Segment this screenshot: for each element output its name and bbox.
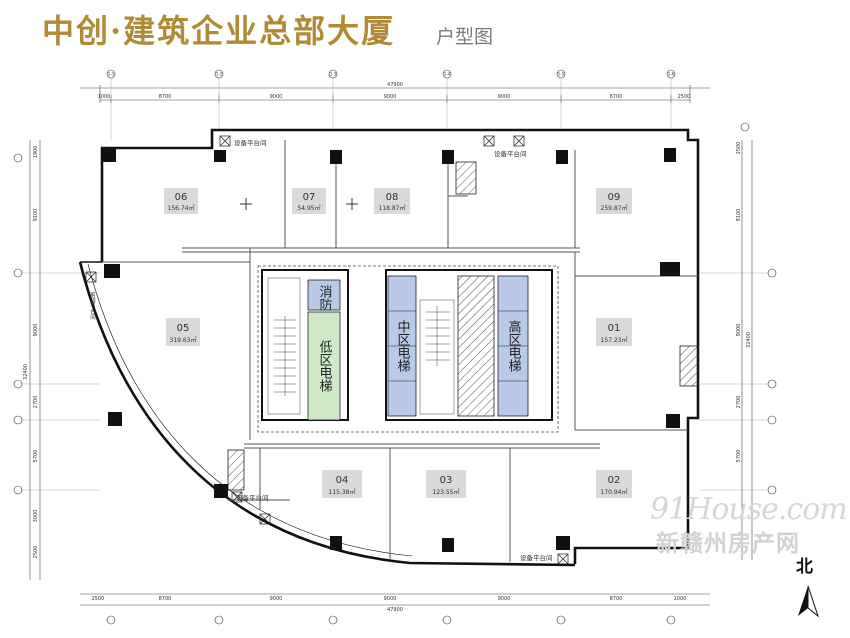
platform-label-vertical: 剪辑平台间 <box>89 291 96 321</box>
low-zone-elevator-label: 低区电梯 <box>317 340 333 392</box>
riser-top-hatched <box>455 161 477 195</box>
equipment-boxes <box>85 135 569 565</box>
riser-right-hatched <box>679 345 699 387</box>
platform-label-top-left: 设备平台间 <box>234 138 267 147</box>
platform-label-top-right: 设备平台间 <box>494 149 527 158</box>
mid-zone-elevator-label: 中区电梯 <box>395 320 411 372</box>
dim-right-total: 32400 <box>746 332 752 348</box>
axis-bubbles <box>13 69 777 625</box>
partition-walls <box>102 140 698 562</box>
core-outline <box>257 265 559 433</box>
dim-bottom-3: 9000 <box>384 596 397 602</box>
axis-label-1-1: 1-1 <box>108 72 115 77</box>
dim-right-0: 2500 <box>736 142 742 155</box>
dim-left-6: 2500 <box>33 546 39 559</box>
stair-middle <box>419 299 455 415</box>
dim-top-4: 9000 <box>498 94 511 100</box>
unit-06-area: 156.74㎡ <box>168 204 195 212</box>
unit-01-id: 01 <box>608 323 621 334</box>
dim-left-0: 1900 <box>33 146 39 159</box>
page-subtitle: 户型图 <box>436 26 494 48</box>
high-zone-elevator-shafts <box>497 275 529 417</box>
low-zone-elevator-shaft <box>307 311 341 421</box>
dim-left-1: 9100 <box>33 209 39 222</box>
unit-label-boxes <box>164 188 632 498</box>
axis-label-1-6: 1-6 <box>668 72 675 77</box>
unit-04-area: 115.38㎡ <box>329 488 356 496</box>
dim-right-1: 9100 <box>736 209 742 222</box>
mid-zone-elevator-shafts <box>387 275 417 417</box>
watermark-line2: 新赣州房产网 <box>656 531 800 557</box>
dim-top-6: 2500 <box>678 94 691 100</box>
dimension-lines <box>22 78 770 606</box>
dim-top-1: 8700 <box>159 94 172 100</box>
dim-top-total: 47900 <box>387 82 403 88</box>
north-arrow-icon <box>798 585 820 618</box>
axis-label-1-3: 1-3 <box>330 72 337 77</box>
dim-bottom-0: 2500 <box>92 596 105 602</box>
dim-top-0: 1000 <box>98 94 111 100</box>
unit-07-area: 54.95㎡ <box>297 204 320 212</box>
dim-top-5: 8700 <box>610 94 623 100</box>
dim-bottom-1: 8700 <box>159 596 172 602</box>
dim-left-3: 2700 <box>33 396 39 409</box>
page-title: 中创·建筑企业总部大厦 <box>42 12 396 50</box>
fire-elevator-shaft <box>307 279 341 311</box>
unit-07-id: 07 <box>303 192 316 203</box>
stair-left <box>267 277 301 415</box>
unit-03-area: 123.55㎡ <box>433 488 460 496</box>
service-shaft-hatched <box>457 275 495 417</box>
dim-bottom-total: 47900 <box>387 607 403 613</box>
unit-02-area: 170.94㎡ <box>601 488 628 496</box>
fire-elevator-label: 消防 <box>317 285 333 311</box>
columns <box>102 148 680 552</box>
unit-08-id: 08 <box>386 192 399 203</box>
unit-09-area: 259.87㎡ <box>601 204 628 212</box>
dim-bottom-5: 8700 <box>610 596 623 602</box>
dim-bottom-4: 9000 <box>498 596 511 602</box>
dim-left-2: 9000 <box>33 324 39 337</box>
watermark-line1: 91House.com <box>650 492 848 527</box>
dim-left-4: 5700 <box>33 450 39 463</box>
axis-label-1-2: 1-2 <box>216 72 223 77</box>
axis-label-1-5: 1-5 <box>558 72 565 77</box>
unit-02-id: 02 <box>608 475 621 486</box>
cross-markers <box>240 198 358 210</box>
dim-bottom-2: 9000 <box>270 596 283 602</box>
unit-09-id: 09 <box>608 192 621 203</box>
unit-05-area: 319.63㎡ <box>170 336 197 344</box>
high-zone-elevator-label: 高区电梯 <box>506 319 522 372</box>
dim-left-total: 32400 <box>23 364 29 380</box>
compass-label: 北 <box>796 557 813 577</box>
riser-bottom-hatched <box>227 449 245 491</box>
platform-label-bottom-left: 设备平台间 <box>236 493 269 502</box>
unit-04-id: 04 <box>336 475 349 486</box>
unit-03-id: 03 <box>440 475 453 486</box>
dim-bottom-6: 1000 <box>674 596 687 602</box>
dim-top-3: 9000 <box>384 94 397 100</box>
dim-top-2: 9000 <box>270 94 283 100</box>
unit-06-id: 06 <box>175 192 188 203</box>
axis-label-1-4: 1-4 <box>444 72 451 77</box>
unit-01-area: 157.23㎡ <box>601 336 628 344</box>
dim-left-5: 3000 <box>33 510 39 523</box>
unit-05-id: 05 <box>177 323 190 334</box>
dim-right-4: 5700 <box>736 450 742 463</box>
dim-right-2: 9000 <box>736 324 742 337</box>
unit-08-area: 118.87㎡ <box>379 204 406 212</box>
dim-right-3: 2700 <box>736 396 742 409</box>
platform-label-bottom-right: 设备平台间 <box>520 553 553 562</box>
